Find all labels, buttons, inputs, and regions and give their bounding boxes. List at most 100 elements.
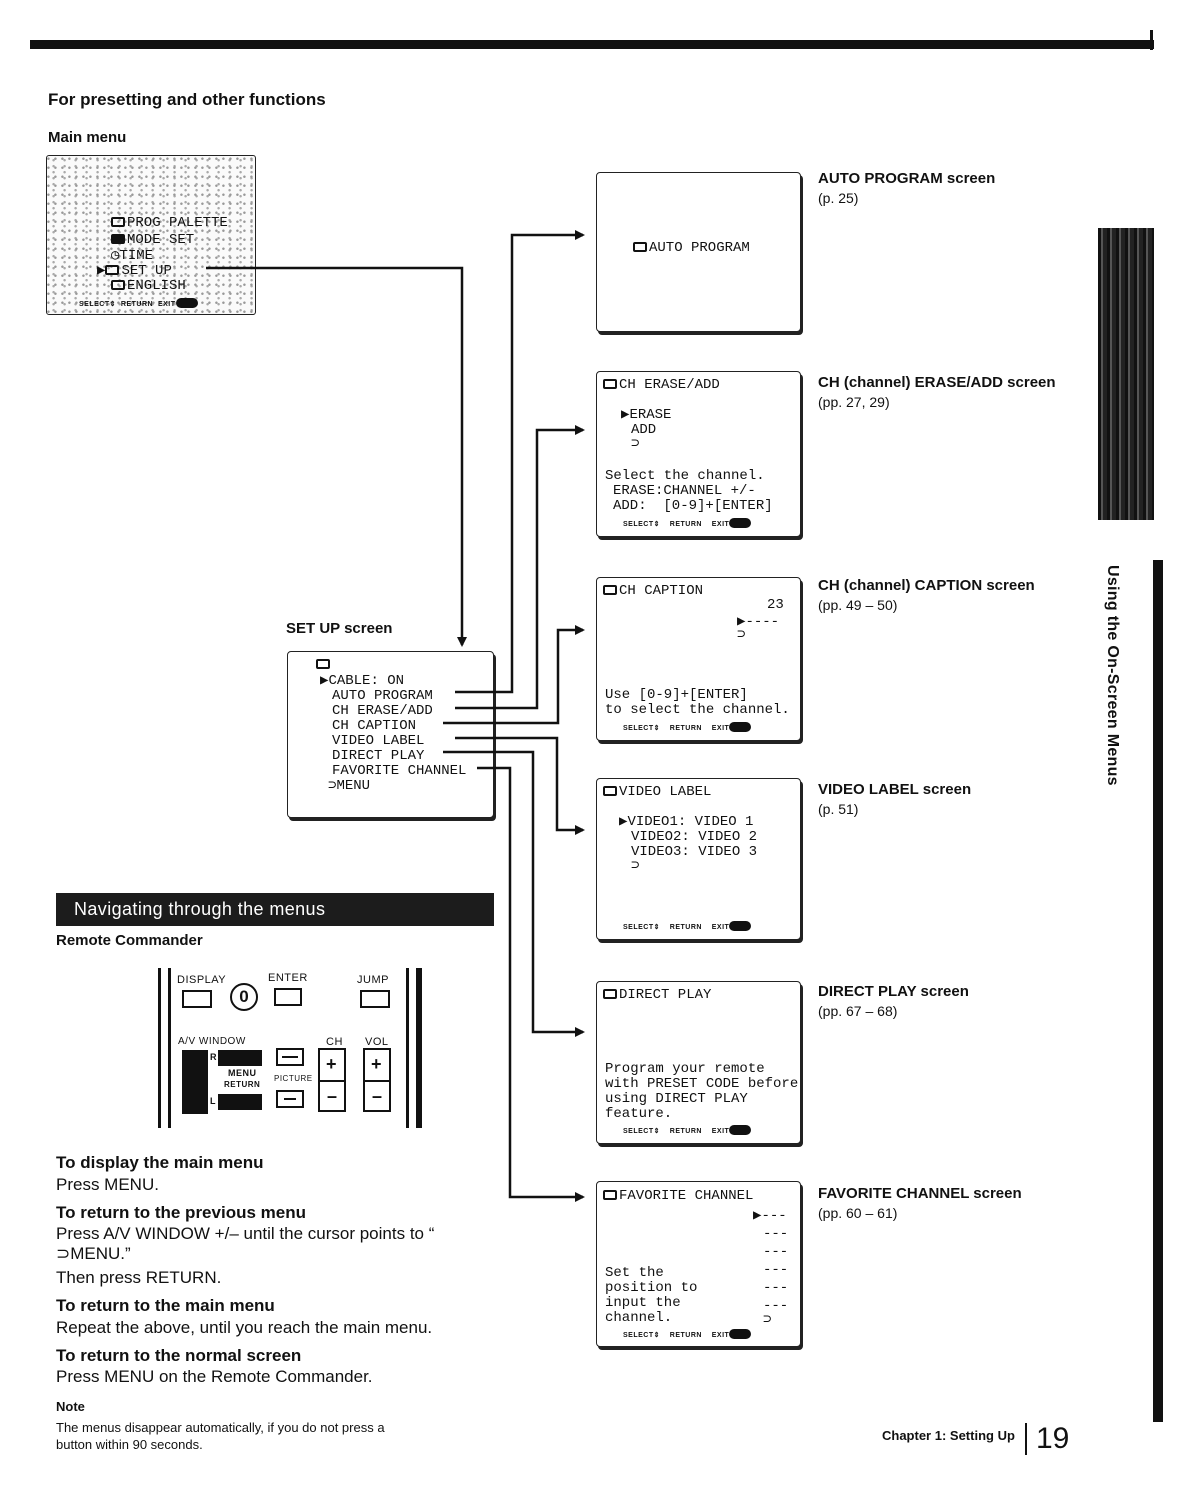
tv-icon xyxy=(105,265,120,275)
jump-label: JUMP xyxy=(357,974,389,986)
ch-caption-screen: CH CAPTION 23 ▶---- ⊃ Use [0-9]+[ENTER] … xyxy=(596,577,801,741)
vol-rocker[interactable]: + – xyxy=(363,1048,391,1112)
favorite-channel-title: FAVORITE CHANNEL xyxy=(603,1189,753,1204)
ch-caption-page: (pp. 49 – 50) xyxy=(818,597,898,613)
favorite-channel-caption: FAVORITE CHANNEL screen xyxy=(818,1185,1022,1202)
direct-play-body-2: with PRESET CODE before xyxy=(605,1076,799,1092)
favorite-channel-controls: SELECT⇕ RETURN EXIT xyxy=(623,1328,752,1343)
menu-button-icon xyxy=(729,921,752,931)
video-label-line-3: VIDEO3: VIDEO 3 xyxy=(631,844,758,860)
jump-button[interactable] xyxy=(360,990,390,1008)
main-menu-item-prog-palette: PROG PALETTE xyxy=(111,216,228,231)
tv-icon xyxy=(316,658,332,673)
favorite-channel-slot-1: ▶--- xyxy=(753,1208,787,1224)
enter-button[interactable] xyxy=(274,988,302,1006)
instruction-main-head: To return to the main menu xyxy=(56,1296,275,1315)
video-label-page: (p. 51) xyxy=(818,801,859,817)
video-label-title: VIDEO LABEL xyxy=(603,785,711,800)
setup-item-direct-play: DIRECT PLAY xyxy=(332,748,425,764)
menu-button-icon xyxy=(175,298,198,308)
return-label: RETURN xyxy=(224,1080,261,1089)
arrow-favorite-channel xyxy=(477,766,585,1202)
setup-item-cable: ▶CABLE: ON xyxy=(320,673,405,689)
favorite-channel-screen: FAVORITE CHANNEL ▶--- --- --- --- --- --… xyxy=(596,1181,801,1347)
favorite-channel-slot-3: --- xyxy=(763,1244,789,1260)
tv-icon xyxy=(603,379,617,389)
top-rule xyxy=(30,40,1154,49)
direct-play-title: DIRECT PLAY xyxy=(603,988,711,1003)
arrow-video-label xyxy=(455,736,585,835)
av-r-button[interactable] xyxy=(218,1050,262,1066)
remote-commander-label: Remote Commander xyxy=(56,932,203,949)
av-l-label: L xyxy=(210,1096,216,1106)
return-icon: ⊃ xyxy=(631,858,640,874)
direct-play-body-3: using DIRECT PLAY xyxy=(605,1091,748,1107)
ch-caption-body-2: to select the channel. xyxy=(605,702,790,718)
main-menu-item-set-up: ▶SET UP xyxy=(97,263,172,279)
main-menu-item-english: ENGLISH xyxy=(111,279,186,294)
instruction-main-body: Repeat the above, until you reach the ma… xyxy=(56,1318,433,1337)
direct-play-caption: DIRECT PLAY screen xyxy=(818,983,969,1000)
setup-item-ch-erase-add: CH ERASE/ADD xyxy=(332,703,433,719)
enter-label: ENTER xyxy=(268,972,308,984)
ch-erase-add-page: (pp. 27, 29) xyxy=(818,394,890,410)
page-number: 19 xyxy=(1036,1422,1070,1455)
main-menu-controls: SELECT⇕ RETURN EXIT xyxy=(79,298,198,308)
ch-rocker[interactable]: + – xyxy=(318,1048,346,1112)
favorite-channel-slot-4: --- xyxy=(763,1262,789,1278)
ch-caption-caption: CH (channel) CAPTION screen xyxy=(818,577,1035,594)
instruction-normal-body: Press MENU on the Remote Commander. xyxy=(56,1367,373,1386)
instruction-previous-body: Press A/V WINDOW +/– until the cursor po… xyxy=(56,1224,435,1263)
cursor-arrow-icon: ▶ xyxy=(737,614,746,630)
instruction-previous-body-2: Then press RETURN. xyxy=(56,1268,222,1287)
display-button[interactable] xyxy=(182,990,212,1008)
tv-icon xyxy=(603,1190,617,1200)
arrow-ch-caption xyxy=(443,625,585,725)
picture-up-button[interactable] xyxy=(276,1048,304,1066)
cursor-arrow-icon: ▶ xyxy=(753,1208,762,1224)
cursor-arrow-icon: ▶ xyxy=(619,814,628,830)
instruction-display-head: To display the main menu xyxy=(56,1153,264,1172)
menu-label: MENU xyxy=(228,1068,257,1078)
ch-caption-title: CH CAPTION xyxy=(603,584,703,599)
main-menu-item-time: ◷TIME xyxy=(111,248,154,264)
tv-icon xyxy=(633,242,647,252)
video-label-caption: VIDEO LABEL screen xyxy=(818,781,972,798)
section-title: For presetting and other functions xyxy=(48,90,326,109)
direct-play-screen: DIRECT PLAY Program your remote with PRE… xyxy=(596,981,801,1144)
auto-program-title: AUTO PROGRAM xyxy=(633,241,750,256)
picture-label: PICTURE xyxy=(274,1074,313,1083)
instruction-normal-head: To return to the normal screen xyxy=(56,1346,302,1365)
av-window-rocker[interactable] xyxy=(182,1050,208,1114)
zero-button[interactable]: 0 xyxy=(230,983,258,1011)
language-icon xyxy=(111,280,125,290)
main-menu-label: Main menu xyxy=(48,129,127,146)
vol-plus-label: + xyxy=(371,1054,382,1074)
clock-icon: ◷ xyxy=(111,248,120,264)
favorite-channel-slot-6: --- xyxy=(763,1298,789,1314)
note-body-1: The menus disappear automatically, if yo… xyxy=(56,1420,385,1435)
return-icon: ⊃ xyxy=(631,436,640,452)
side-tab-marker xyxy=(1098,228,1154,520)
menu-button-icon xyxy=(729,1125,752,1135)
vol-label: VOL xyxy=(365,1036,389,1048)
direct-play-body-4: feature. xyxy=(605,1106,673,1122)
picture-down-button[interactable] xyxy=(276,1090,304,1108)
main-menu-item-mode-set: MODE SET xyxy=(111,233,194,248)
av-r-label: R xyxy=(210,1052,217,1062)
return-icon: ⊃ xyxy=(328,778,337,794)
menu-button-icon xyxy=(729,722,752,732)
favorite-channel-body-2: position to xyxy=(605,1280,698,1296)
direct-play-controls: SELECT⇕ RETURN EXIT xyxy=(623,1124,752,1139)
favorite-channel-slot-5: --- xyxy=(763,1280,789,1296)
ch-erase-add-body-1: Select the channel. xyxy=(605,468,765,484)
instruction-display-body: Press MENU. xyxy=(56,1175,159,1194)
av-l-button[interactable] xyxy=(218,1094,262,1110)
setup-item-menu: ⊃MENU xyxy=(328,778,371,794)
video-label-line-1: ▶VIDEO1: VIDEO 1 xyxy=(619,814,754,830)
arrow-auto-program xyxy=(455,230,585,694)
favorite-channel-body-3: input the xyxy=(605,1295,681,1311)
menu-button-icon xyxy=(729,1329,752,1339)
setup-screen: ▶CABLE: ON AUTO PROGRAM CH ERASE/ADD CH … xyxy=(287,651,494,818)
arrow-ch-erase-add xyxy=(455,425,585,710)
